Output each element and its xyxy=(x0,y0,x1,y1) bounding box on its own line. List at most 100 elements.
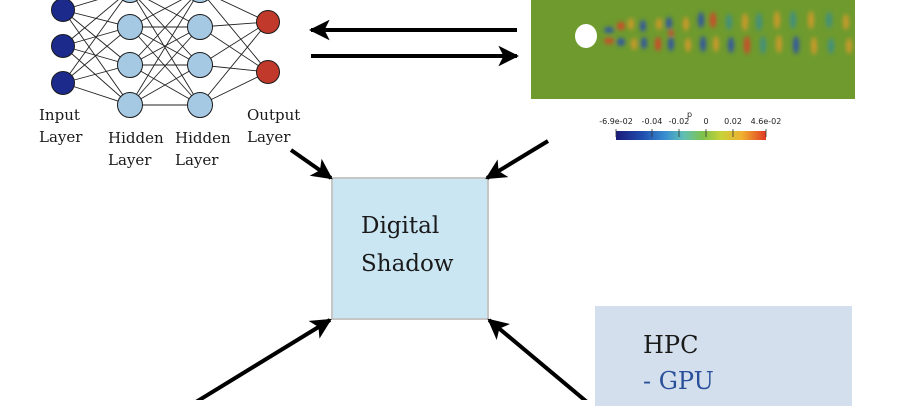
network-edge xyxy=(62,0,119,47)
vortex-blob xyxy=(668,30,674,36)
vortex-blob xyxy=(656,18,662,30)
vortex-wake xyxy=(604,11,852,55)
neuron-node xyxy=(117,92,143,118)
vortex-blob xyxy=(628,18,634,30)
neuron-node xyxy=(187,52,213,78)
neuron-node xyxy=(121,0,139,3)
neural-network-diagram xyxy=(51,0,280,118)
vortex-blob xyxy=(617,38,625,46)
neuron-node xyxy=(117,52,143,78)
neuron-node xyxy=(51,0,75,22)
network-edge xyxy=(62,9,131,66)
pressure-field-plot xyxy=(531,0,855,99)
network-edge xyxy=(129,0,183,28)
network-edge xyxy=(207,0,269,73)
vortex-blob xyxy=(713,36,719,52)
network-edge xyxy=(129,0,192,66)
neuron-node xyxy=(187,92,213,118)
vortex-blob xyxy=(604,27,614,33)
colorbar-tick-label: 4.6e-02 xyxy=(750,117,782,126)
input-layer-label-line1: Input xyxy=(39,106,80,124)
colorbar-title: p xyxy=(687,110,693,119)
vortex-blob xyxy=(793,36,799,54)
arrow-bottom-left-to-digital-shadow xyxy=(195,318,332,400)
vortex-blob xyxy=(828,38,834,54)
network-edge xyxy=(220,0,269,23)
output-layer-label-line1: Output xyxy=(247,106,301,124)
network-edge xyxy=(129,26,201,106)
vortex-blob xyxy=(742,13,748,31)
neuron-node xyxy=(117,14,143,40)
arrow-simulation-to-digital-shadow xyxy=(485,139,550,180)
network-edge xyxy=(129,26,201,66)
vortex-blob xyxy=(710,12,716,28)
network-edge xyxy=(62,9,131,106)
digital-shadow-box: Digital Shadow xyxy=(331,177,489,320)
vortex-blob xyxy=(640,20,646,32)
vortex-blob xyxy=(666,17,672,29)
vortex-blob xyxy=(776,35,782,53)
colorbar xyxy=(616,131,766,140)
hidden-layer-2-label: Hidden Layer xyxy=(175,127,231,171)
neuron-node xyxy=(51,71,75,95)
vortex-blob xyxy=(631,38,637,50)
neuron-node xyxy=(51,34,75,58)
hidden-layer-1-label-line2: Layer xyxy=(108,151,152,169)
hpc-title: HPC xyxy=(643,331,699,359)
vortex-blob xyxy=(617,22,625,30)
network-edge xyxy=(129,64,201,106)
vortex-blob xyxy=(683,17,689,31)
hidden-layer-1-label: Hidden Layer xyxy=(108,127,164,171)
hidden-layer-2-label-line1: Hidden xyxy=(175,129,231,147)
arrow-network-to-digital-shadow xyxy=(289,148,333,180)
digital-shadow-line2: Shadow xyxy=(361,251,454,277)
colorbar-tick-label: 0 xyxy=(703,117,709,126)
colorbar-tick-marks xyxy=(615,129,767,137)
network-edge xyxy=(199,21,269,106)
vortex-blob xyxy=(641,37,647,49)
network-edge xyxy=(199,26,269,73)
neuron-node xyxy=(256,60,280,84)
vortex-blob xyxy=(808,11,814,29)
field-background xyxy=(531,0,855,99)
network-edge xyxy=(62,0,124,84)
vortex-blob xyxy=(655,37,661,51)
hpc-box: HPC - GPU xyxy=(595,306,852,406)
vortex-blob xyxy=(700,36,706,52)
colorbar-tick-label: -0.02 xyxy=(668,117,690,126)
hidden-layer-1-label-line1: Hidden xyxy=(108,129,164,147)
vortex-blob xyxy=(698,12,704,28)
arrow-hpc-to-digital-shadow xyxy=(487,318,588,400)
colorbar-tick-label: 0.02 xyxy=(724,117,742,126)
digital-shadow-line1: Digital xyxy=(361,213,440,239)
vortex-blob xyxy=(826,12,832,28)
vortex-blob xyxy=(760,36,766,54)
vortex-blob xyxy=(756,13,762,31)
vortex-blob xyxy=(685,38,691,52)
hidden-layer-2-label-line2: Layer xyxy=(175,151,219,169)
vortex-blob xyxy=(843,14,849,30)
neuron-node xyxy=(256,10,280,34)
input-layer-label: Input Layer xyxy=(39,104,82,148)
input-layer-label-line2: Layer xyxy=(39,128,83,146)
digital-shadow-label: Digital Shadow xyxy=(361,207,454,283)
vortex-blob xyxy=(846,38,852,54)
cfd-simulation-image xyxy=(531,0,855,99)
vortex-blob xyxy=(811,37,817,55)
output-layer-label-line2: Layer xyxy=(247,128,291,146)
neuron-node xyxy=(187,14,213,40)
vortex-blob xyxy=(744,36,750,54)
vortex-blob xyxy=(728,37,734,53)
vortex-blob xyxy=(726,14,732,30)
vortex-blob xyxy=(790,11,796,29)
hpc-item-gpu: - GPU xyxy=(643,367,714,395)
colorbar-tick-label: -0.04 xyxy=(641,117,663,126)
network-edge xyxy=(199,21,269,66)
vortex-blob xyxy=(604,38,614,44)
neuron-node xyxy=(191,0,209,3)
vortex-blob xyxy=(774,11,780,29)
cylinder-obstacle xyxy=(575,24,597,48)
network-edge xyxy=(129,0,195,106)
output-layer-label: Output Layer xyxy=(247,104,300,148)
